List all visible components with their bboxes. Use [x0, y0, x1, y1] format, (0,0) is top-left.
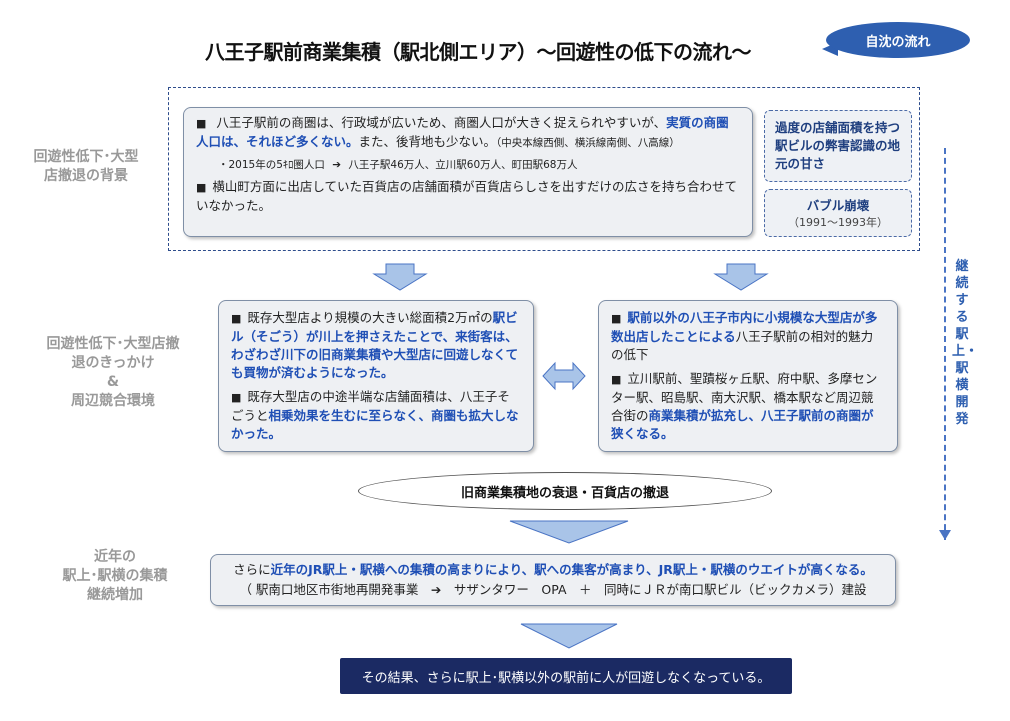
background-frame	[168, 87, 920, 251]
text: 立川駅前、聖蹟桜ヶ丘駅、府中駅、多摩センター駅、昭島駅、南大沢駅、橋本駅など周辺…	[611, 371, 878, 423]
recent-box: さらに近年のJR駅上・駅横への集積の高まりにより、駅への集客が高まり、JR駅上・…	[210, 554, 896, 606]
arrow-icon: ➔	[332, 159, 342, 171]
background-bullet-2: 横山町方面に出店していた百貨店の店舗面積が百貨店らしさを出すだけの広さを持ち合わ…	[196, 178, 740, 215]
text: 八王子駅前の商圏は、行政域が広いため、商圏人口が大きく捉えられやすいが、	[216, 115, 667, 130]
side-box-awareness: 過度の店舗面積を持つ駅ビルの弊害認識の地元の甘さ	[764, 110, 912, 182]
continuing-dev-label: 継続する駅上・駅横開発	[952, 259, 979, 427]
trigger-box: 既存大型店より規模の大きい総面積2万㎡の駅ビル（そごう）が川上を押さえたことで、…	[218, 300, 534, 452]
flow-badge: 自沈の流れ	[826, 22, 970, 58]
label-line: 近年の	[94, 549, 136, 565]
label-trigger: 回遊性低下･大型店撤 退のきっかけ & 周辺競合環境	[28, 335, 198, 411]
label-line: 退のきっかけ	[71, 355, 155, 371]
text-emphasis: 実質の商圏人口は、それほど多くない。	[196, 115, 729, 149]
label-recent: 近年の 駅上･駅横の集積 継続増加	[40, 548, 190, 605]
down-triangle-icon	[509, 520, 629, 544]
text: 八王子駅46万人、立川駅60万人、町田駅68万人	[348, 159, 578, 171]
label-background: 回遊性低下･大型 店撤退の背景	[12, 148, 160, 186]
competition-box: 駅前以外の八王子市内に小規模な大型店が多数出店したことによる八王子駅前の相対的魅…	[598, 300, 898, 452]
bubble-period: （1991～1993年）	[788, 216, 888, 229]
competition-bullet-1: 駅前以外の八王子市内に小規模な大型店が多数出店したことによる八王子駅前の相対的魅…	[611, 309, 885, 364]
label-line: 周辺競合環境	[71, 393, 155, 409]
side-box-bubble: バブル崩壊 （1991～1993年）	[764, 189, 912, 237]
text-emphasis: 近年のJR駅上・駅横への集積の高まりにより、駅への集客が高まり、JR駅上・駅横の…	[270, 562, 873, 577]
text-emphasis: 駅前以外の八王子市内に小規模な大型店が多数出店したことによる	[611, 310, 878, 344]
trigger-bullet-1: 既存大型店より規模の大きい総面積2万㎡の駅ビル（そごう）が川上を押さえたことで、…	[231, 309, 521, 382]
text: また、後背地も少ない。	[358, 134, 497, 149]
down-arrow-icon	[713, 263, 769, 291]
down-triangle-icon	[520, 623, 618, 649]
background-box: 八王子駅前の商圏は、行政域が広いため、商圏人口が大きく捉えられやすいが、実質の商…	[183, 107, 753, 237]
recent-line-1: さらに近年のJR駅上・駅横への集積の高まりにより、駅への集客が高まり、JR駅上・…	[221, 560, 885, 580]
text-small: （中央本線西側、横浜線南側、八高線）	[496, 137, 680, 149]
text: 八王子駅前の相対的魅力の低下	[611, 329, 874, 362]
text-emphasis: 商業集積が拡充し、八王子駅前の商圏が狭くなる。	[611, 408, 874, 441]
conclusion-banner: その結果、さらに駅上･駅横以外の駅前に人が回遊しなくなっている。	[340, 658, 792, 694]
text-emphasis: 相乗効果を生むに至らなく、商圏も拡大しなかった。	[231, 408, 519, 441]
recent-line-2: （ 駅南口地区市街地再開発事業 ➔ サザンタワー OPA ＋ 同時にＪＲが南口駅…	[239, 582, 867, 597]
label-line: 駅上･駅横の集積	[62, 568, 168, 584]
double-arrow-icon	[542, 361, 586, 391]
label-line: 店撤退の背景	[44, 168, 128, 184]
text: ・2015年の5ｷﾛ圏人口	[218, 159, 325, 171]
text-emphasis: 駅ビル（そごう）が川上を押さえたことで、来街客は、わざわざ川下の旧商業集積や大型…	[231, 310, 519, 380]
bubble-title: バブル崩壊	[806, 198, 870, 213]
down-arrow-icon	[372, 263, 428, 291]
text: 既存大型店の中途半端な店舗面積は、八王子そごうと	[231, 389, 510, 423]
label-line: 回遊性低下･大型店撤	[46, 336, 180, 352]
background-bullet-1: 八王子駅前の商圏は、行政域が広いため、商圏人口が大きく捉えられやすいが、実質の商…	[196, 114, 740, 152]
label-line: &	[106, 374, 120, 390]
continuing-dev-line	[944, 148, 946, 540]
label-line: 継続増加	[87, 587, 143, 603]
down-arrowhead-icon	[939, 530, 951, 540]
page-title: 八王子駅前商業集積（駅北側エリア）～回遊性の低下の流れ～	[205, 40, 752, 64]
population-note: ・2015年の5ｷﾛ圏人口 ➔ 八王子駅46万人、立川駅60万人、町田駅68万人	[218, 156, 740, 174]
text: さらに	[233, 562, 271, 577]
text: 既存大型店より規模の大きい総面積2万㎡の	[247, 310, 493, 325]
label-line: 回遊性低下･大型	[33, 149, 139, 165]
trigger-bullet-2: 既存大型店の中途半端な店舗面積は、八王子そごうと相乗効果を生むに至らなく、商圏も…	[231, 388, 521, 443]
decline-ellipse: 旧商業集積地の衰退・百貨店の撤退	[358, 472, 772, 510]
competition-bullet-2: 立川駅前、聖蹟桜ヶ丘駅、府中駅、多摩センター駅、昭島駅、南大沢駅、橋本駅など周辺…	[611, 370, 885, 443]
